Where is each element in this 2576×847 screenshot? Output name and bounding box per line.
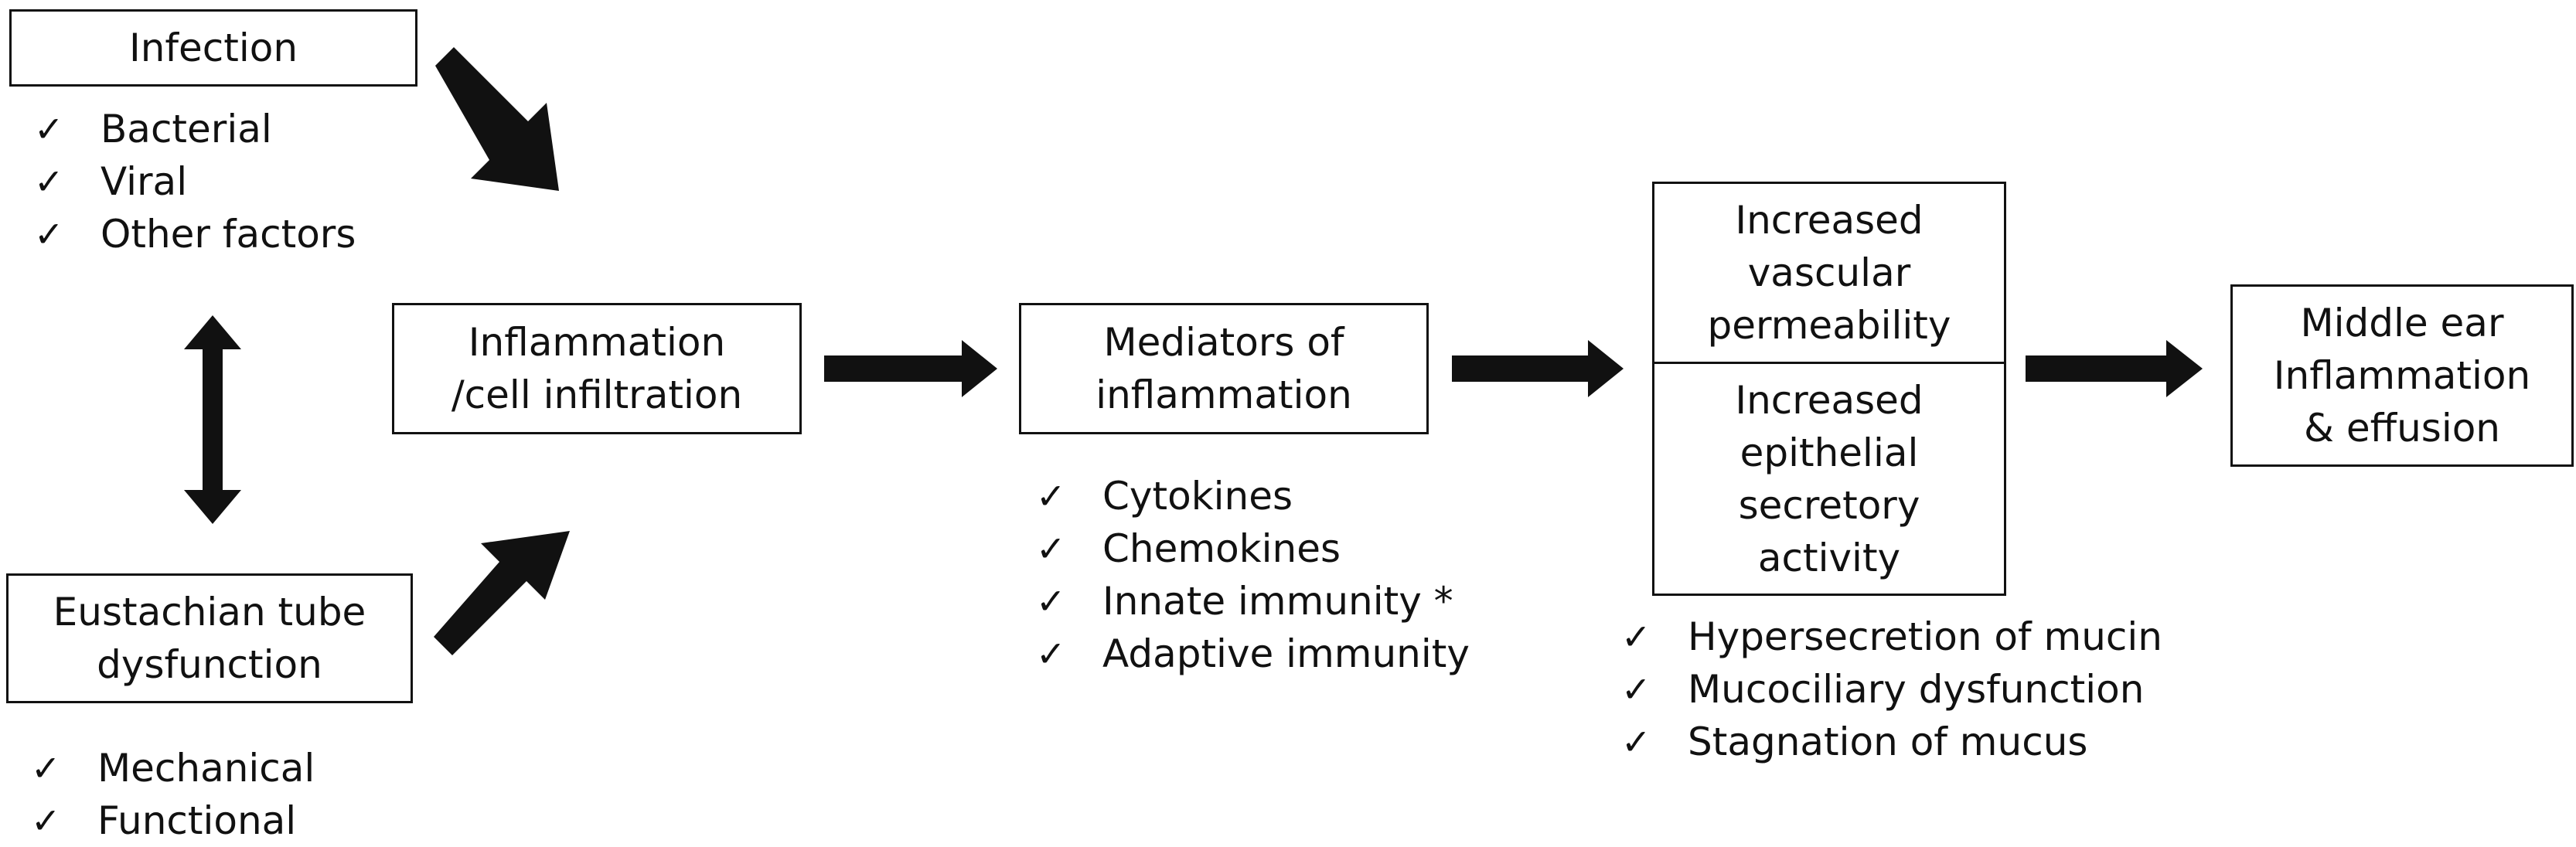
list-item: ✓Other factors bbox=[34, 208, 356, 260]
list-item: ✓Stagnation of mucus bbox=[1621, 716, 2162, 768]
list-item: ✓Hypersecretion of mucin bbox=[1621, 611, 2162, 663]
list-item: ✓Adaptive immunity bbox=[1036, 628, 1470, 680]
eustachian-box: Eustachian tube dysfunction bbox=[6, 573, 413, 703]
inflammation-box: Inflammation /cell infiltration bbox=[392, 303, 802, 434]
list-item: ✓Cytokines bbox=[1036, 470, 1470, 522]
eustachian-title: Eustachian tube dysfunction bbox=[53, 590, 366, 687]
list-item: ✓Functional bbox=[31, 794, 315, 847]
check-icon: ✓ bbox=[34, 161, 64, 202]
infection-box: Infection bbox=[9, 9, 417, 87]
middle-ear-title: Middle ear Inflammation & effusion bbox=[2273, 301, 2531, 451]
list-item: ✓Innate immunity * bbox=[1036, 575, 1470, 628]
list-item: ✓Mechanical bbox=[31, 742, 315, 794]
list-item: ✓Mucociliary dysfunction bbox=[1621, 663, 2162, 716]
arrow-eustachian-to-inflammation bbox=[434, 531, 570, 655]
mediators-box: Mediators of inflammation bbox=[1019, 303, 1429, 434]
check-icon: ✓ bbox=[1036, 475, 1066, 517]
infection-list: ✓Bacterial ✓Viral ✓Other factors bbox=[34, 103, 356, 260]
check-icon: ✓ bbox=[1036, 528, 1066, 570]
arrow-permeability-to-middle-ear bbox=[2026, 340, 2203, 397]
check-icon: ✓ bbox=[34, 213, 64, 255]
infection-title: Infection bbox=[128, 26, 298, 70]
list-item: ✓Viral bbox=[34, 155, 356, 208]
check-icon: ✓ bbox=[34, 108, 64, 150]
check-icon: ✓ bbox=[1621, 668, 1651, 710]
eustachian-list: ✓Mechanical ✓Functional bbox=[31, 742, 315, 847]
secretory-activity-cell: Increased epithelial secretory activity bbox=[1735, 377, 1923, 580]
cell-divider bbox=[1654, 362, 2004, 364]
check-icon: ✓ bbox=[1621, 721, 1651, 763]
arrow-mediators-to-permeability bbox=[1452, 340, 1624, 397]
check-icon: ✓ bbox=[31, 800, 61, 842]
middle-ear-box: Middle ear Inflammation & effusion bbox=[2230, 284, 2574, 467]
mediators-title: Mediators of inflammation bbox=[1095, 320, 1352, 417]
check-icon: ✓ bbox=[1036, 633, 1066, 675]
permeability-list: ✓Hypersecretion of mucin ✓Mucociliary dy… bbox=[1621, 611, 2162, 768]
permeability-box: Increased vascular permeability Increase… bbox=[1652, 182, 2006, 596]
list-item: ✓Bacterial bbox=[34, 103, 356, 155]
check-icon: ✓ bbox=[1621, 616, 1651, 658]
inflammation-title: Inflammation /cell infiltration bbox=[451, 320, 743, 417]
vascular-permeability-cell: Increased vascular permeability bbox=[1707, 198, 1951, 348]
check-icon: ✓ bbox=[31, 747, 61, 789]
check-icon: ✓ bbox=[1036, 580, 1066, 622]
arrow-bidirectional-vertical bbox=[184, 315, 241, 524]
mediators-list: ✓Cytokines ✓Chemokines ✓Innate immunity … bbox=[1036, 470, 1470, 680]
arrow-infection-to-inflammation bbox=[435, 47, 559, 191]
arrow-inflammation-to-mediators bbox=[824, 340, 997, 397]
list-item: ✓Chemokines bbox=[1036, 522, 1470, 575]
